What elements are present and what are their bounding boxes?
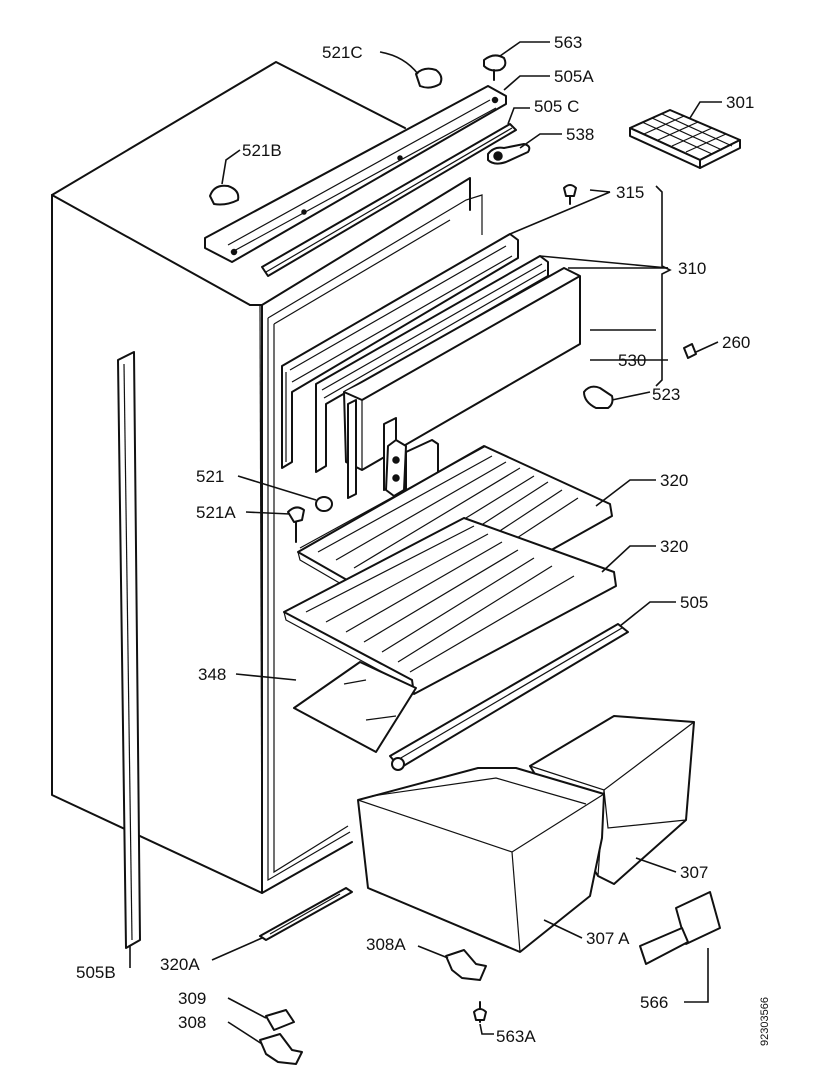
label-530: 530: [618, 351, 646, 370]
hinge-strip-320a: [259, 887, 353, 941]
cap-521: [315, 496, 333, 512]
cap-521b: [209, 184, 240, 206]
label-320-lower: 320: [660, 537, 688, 556]
label-523: 523: [652, 385, 680, 404]
label-521b: 521B: [242, 141, 282, 160]
label-505a: 505A: [554, 67, 594, 86]
label-505: 505: [680, 593, 708, 612]
front-rail-505: [389, 623, 629, 771]
label-521c: 521C: [322, 43, 363, 62]
drawing-code: 92303566: [759, 997, 771, 1046]
label-301: 301: [726, 93, 754, 112]
crisper-drawer-307a: [357, 767, 605, 953]
clip-260: [683, 343, 697, 359]
pin-523: [583, 385, 614, 409]
label-563a: 563A: [496, 1027, 536, 1046]
screw-563: [483, 54, 507, 81]
label-320a: 320A: [160, 955, 200, 974]
label-308: 308: [178, 1013, 206, 1032]
bracket-308: [259, 1033, 303, 1065]
rail-strip-505c: [261, 123, 517, 277]
cap-521c: [415, 67, 443, 89]
label-521: 521: [196, 467, 224, 486]
part-labels: 521C 563 505A 505 C 538 301 521B 315 310…: [76, 33, 754, 1046]
label-260: 260: [722, 333, 750, 352]
top-hinge-rail-505a: [204, 85, 507, 263]
label-348: 348: [198, 665, 226, 684]
hinge-538: [487, 143, 531, 165]
freezer-door-panel: [343, 267, 581, 471]
label-315: 315: [616, 183, 644, 202]
pin-521a: [287, 506, 305, 543]
label-307: 307: [680, 863, 708, 882]
label-320-upper: 320: [660, 471, 688, 490]
label-521a: 521A: [196, 503, 236, 522]
label-505c: 505 C: [534, 97, 579, 116]
freezer-door-frame-outer: [281, 233, 519, 469]
ice-tray-301: [629, 109, 741, 169]
scraper-566: [639, 891, 721, 965]
crisper-drawer-307: [529, 715, 695, 885]
leader-lines: [129, 41, 722, 1045]
label-505b: 505B: [76, 963, 116, 982]
screw-315: [563, 184, 577, 205]
door-seal-strip-505b: [117, 351, 141, 949]
glass-plate-348: [293, 661, 417, 753]
hinge-bracket-308a: [445, 949, 487, 981]
label-309: 309: [178, 989, 206, 1008]
shelf-lower-320: [283, 517, 617, 695]
label-307a: 307 A: [586, 929, 630, 948]
label-308a: 308A: [366, 935, 406, 954]
label-566: 566: [640, 993, 668, 1012]
cabinet: [51, 61, 483, 894]
cap-309: [265, 1009, 295, 1031]
label-563: 563: [554, 33, 582, 52]
label-310: 310: [678, 259, 706, 278]
screw-563a: [473, 1001, 487, 1023]
label-538: 538: [566, 125, 594, 144]
